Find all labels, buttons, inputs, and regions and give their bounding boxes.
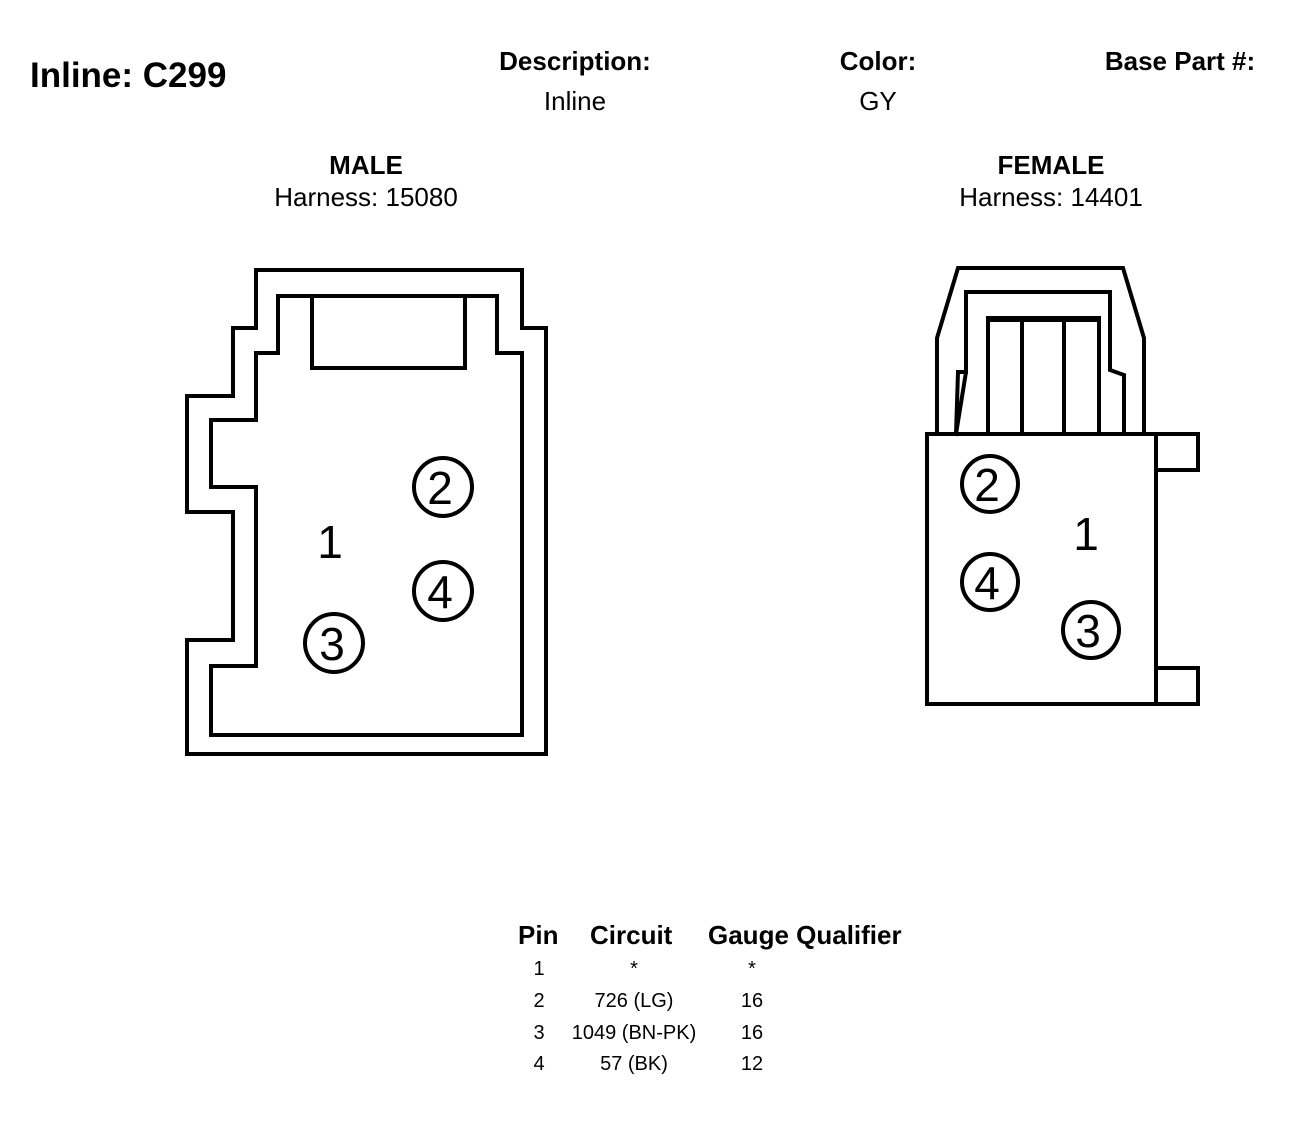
table-cell-gauge: 16	[740, 990, 764, 1012]
table-cell-pin: 4	[533, 1053, 545, 1075]
female-latch-left-detail	[953, 370, 968, 437]
male-pin-4-circle	[412, 560, 474, 622]
male-label: MALE	[329, 150, 403, 180]
table-header-circuit: Circuit	[590, 920, 673, 950]
table-cell-pin: 1	[533, 958, 545, 980]
female-pin-1-label: 1	[1073, 508, 1099, 560]
female-pin-4-circle	[960, 552, 1020, 612]
color-label: Color:	[839, 46, 917, 76]
table-cell-circuit: 57 (BK)	[600, 1053, 668, 1075]
female-latch-outer	[935, 266, 1146, 436]
female-tab-top	[1154, 432, 1200, 472]
base-part-label: Base Part #:	[1104, 46, 1256, 76]
female-terminal-block	[986, 316, 1101, 436]
female-pin-2-label: 2	[974, 459, 1000, 511]
table-header-gauge: Gauge Qualifier	[708, 920, 902, 950]
table-cell-pin: 2	[533, 990, 545, 1012]
female-label: FEMALE	[997, 150, 1105, 180]
female-pin-3-label: 3	[1075, 605, 1101, 657]
male-pin-3-circle	[303, 612, 365, 674]
connector-title: Inline: C299	[30, 56, 227, 95]
female-harness: Harness: 14401	[959, 182, 1143, 212]
table-cell-gauge: 16	[740, 1022, 764, 1044]
female-tab-bottom	[1154, 666, 1200, 706]
male-latch	[310, 294, 467, 370]
table-header-pin: Pin	[518, 920, 559, 950]
male-pin-2-circle	[412, 456, 474, 518]
male-inner-outline	[209, 294, 524, 737]
description-value: Inline	[543, 86, 607, 116]
table-cell-circuit: 726 (LG)	[594, 990, 674, 1012]
male-pin-2-label: 2	[427, 462, 453, 514]
description-label: Description:	[499, 46, 651, 76]
table-cell-pin: 3	[533, 1022, 545, 1044]
table-cell-gauge: *	[748, 958, 756, 980]
female-main-body	[925, 432, 1158, 706]
table-cell-circuit: 1049 (BN-PK)	[571, 1022, 697, 1044]
table-cell-circuit: *	[630, 958, 638, 980]
male-outer-outline	[185, 268, 548, 756]
female-connector-body	[925, 266, 1200, 706]
table-cell-gauge: 12	[740, 1053, 764, 1075]
female-pin-4-label: 4	[974, 557, 1000, 609]
male-pin-4-label: 4	[427, 566, 453, 618]
male-pin-1-label: 1	[317, 516, 343, 568]
female-pin-3-circle	[1061, 600, 1121, 660]
female-pin-2-circle	[960, 454, 1020, 514]
male-connector-body	[185, 268, 548, 756]
male-harness: Harness: 15080	[274, 182, 458, 212]
color-value: GY	[859, 86, 897, 116]
male-pin-3-label: 3	[319, 618, 345, 670]
